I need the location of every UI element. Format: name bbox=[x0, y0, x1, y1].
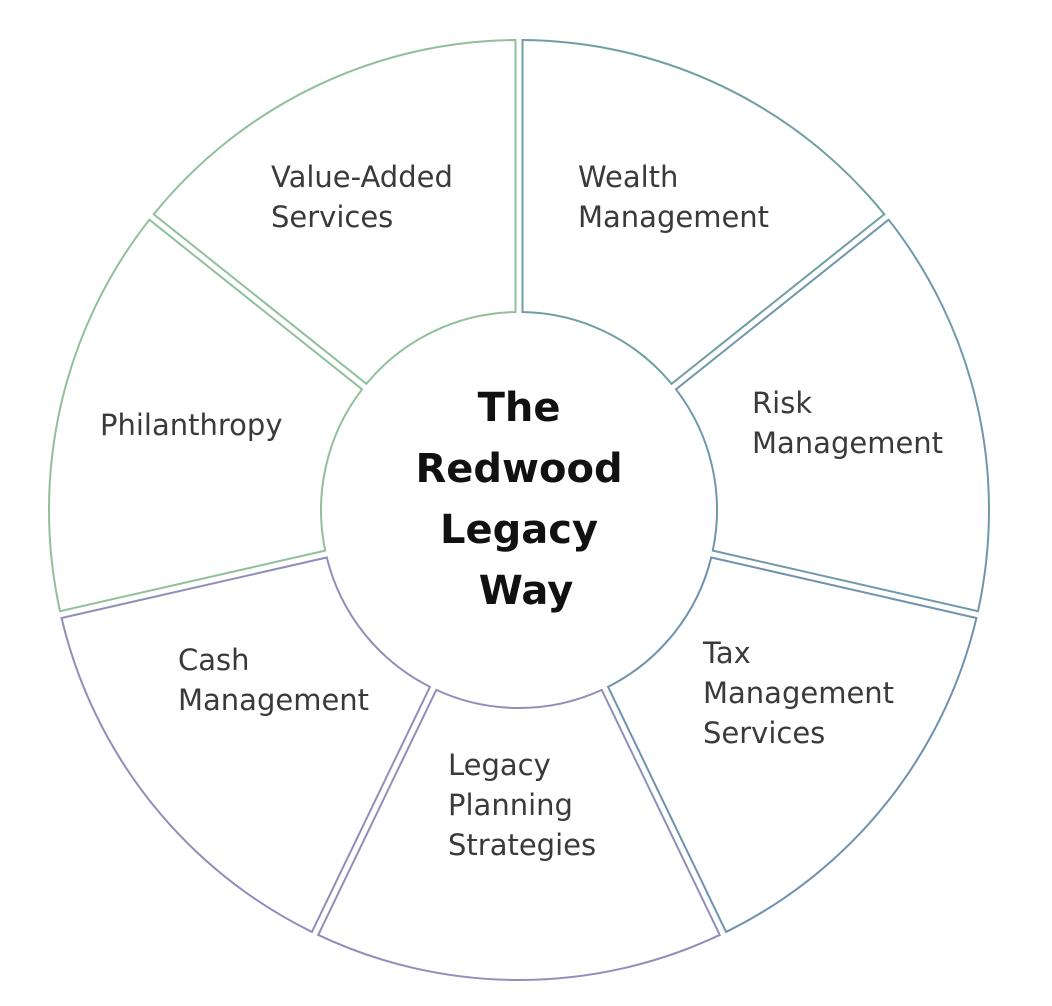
segment-label-line: Philanthropy bbox=[100, 408, 282, 442]
segment-label-line: Legacy bbox=[448, 748, 551, 782]
segment-label-line: Strategies bbox=[448, 828, 596, 862]
segment-shape-philanthropy bbox=[48, 218, 364, 613]
segment-shape-wealth-management bbox=[521, 39, 886, 386]
segment-label-line: Risk bbox=[752, 386, 812, 420]
segment-shape-tax-management-services bbox=[606, 556, 978, 934]
segment-label-line: Management bbox=[578, 200, 769, 234]
segment-label-line: Value-Added bbox=[271, 160, 453, 194]
center-title-line-4: Way bbox=[479, 568, 574, 614]
segment-label-line: Tax bbox=[702, 636, 751, 670]
segment-label-line: Services bbox=[703, 716, 825, 750]
segment-label-line: Wealth bbox=[578, 160, 678, 194]
segment-shape-cash-management bbox=[60, 556, 432, 934]
center-circle bbox=[324, 315, 714, 705]
center-title-line-3: Legacy bbox=[440, 507, 598, 553]
center-title-line-1: The bbox=[478, 385, 561, 431]
segment-shape-risk-management bbox=[674, 218, 990, 613]
segment-label-line: Management bbox=[178, 683, 369, 717]
segment-philanthropy: Philanthropy bbox=[48, 218, 364, 613]
center-title-line-2: Redwood bbox=[415, 446, 622, 492]
segment-label-line: Cash bbox=[178, 643, 250, 677]
segment-label-philanthropy: Philanthropy bbox=[100, 408, 282, 442]
segment-shape-value-added-services bbox=[152, 39, 517, 386]
segment-label-line: Planning bbox=[448, 788, 573, 822]
segment-shape-legacy-planning-strategies bbox=[316, 688, 722, 981]
center-title: The Redwood Legacy Way bbox=[415, 385, 636, 614]
segment-label-line: Management bbox=[703, 676, 894, 710]
segment-label-line: Services bbox=[271, 200, 393, 234]
segment-label-line: Management bbox=[752, 426, 943, 460]
